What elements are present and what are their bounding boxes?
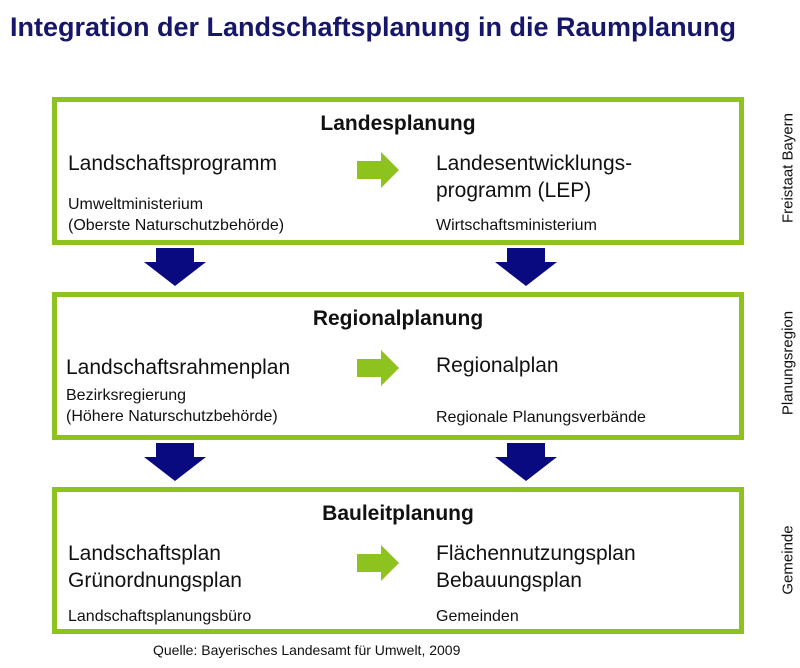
down-arrow-icon	[495, 248, 557, 286]
right-title: Bebauungsplan	[436, 569, 582, 592]
side-label: Gemeinde	[779, 525, 797, 595]
right-arrow-icon	[357, 152, 399, 188]
box-heading: Bauleitplanung	[322, 502, 474, 525]
right-sub: Regionale Planungsverbände	[436, 409, 646, 426]
down-arrow-icon	[144, 443, 206, 481]
left-title: Landschaftsrahmenplan	[66, 356, 291, 379]
left-title: Grünordnungsplan	[68, 569, 242, 592]
down-arrow-icon	[144, 248, 206, 286]
right-sub: Wirtschaftsministerium	[436, 217, 597, 234]
right-arrow-icon	[357, 545, 399, 581]
left-sub: Umweltministerium	[68, 196, 204, 213]
right-title: Regionalplan	[436, 354, 559, 377]
right-title: Landesentwicklungs-	[436, 152, 633, 175]
page-title: Integration der Landschaftsplanung in di…	[10, 12, 737, 42]
left-title: Landschaftsplan	[68, 542, 221, 565]
source-note: Quelle: Bayerisches Landesamt für Umwelt…	[153, 642, 461, 658]
right-arrow-icon	[357, 350, 399, 386]
left-sub: (Oberste Naturschutzbehörde)	[68, 217, 285, 234]
box-heading: Regionalplanung	[312, 307, 484, 330]
down-arrow-icon	[495, 443, 557, 481]
regionalplanung-box: Regionalplanung Landschaftsrahmenplan Be…	[52, 292, 744, 440]
left-sub: Bezirksregierung	[66, 387, 187, 404]
side-label: Freistaat Bayern	[779, 112, 797, 224]
landesplanung-box: Landesplanung Landschaftsprogramm Umwelt…	[52, 97, 744, 245]
left-sub: (Höhere Naturschutzbehörde)	[66, 408, 278, 425]
side-label: Planungsregion	[779, 310, 797, 416]
box-heading: Landesplanung	[320, 112, 476, 135]
left-sub: Landschaftsplanungsbüro	[68, 608, 252, 625]
right-title: programm (LEP)	[436, 179, 592, 202]
right-sub: Gemeinden	[436, 608, 519, 625]
right-title: Flächennutzungsplan	[436, 542, 636, 565]
left-title: Landschaftsprogramm	[68, 152, 277, 175]
